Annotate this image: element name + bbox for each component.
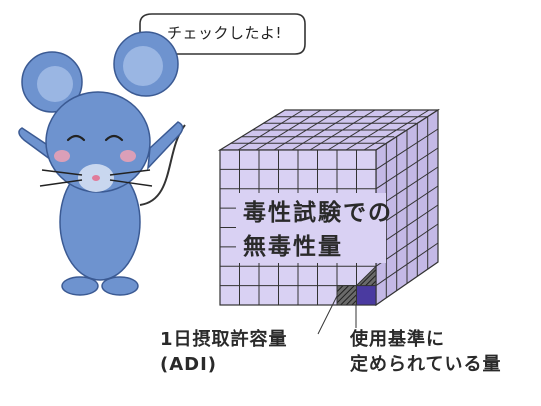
cube-label-line2: 無毒性量 (243, 234, 343, 260)
cube-diagram (217, 108, 441, 335)
usage-callout: 使用基準に 定められている量 (350, 327, 501, 377)
usage-callout-line2: 定められている量 (350, 354, 502, 375)
speech-bubble-text: チェックしたよ! (166, 24, 282, 42)
adi-callout: 1日摂取許容量 (ADI) (160, 327, 288, 377)
adi-callout-line2: (ADI) (160, 354, 218, 375)
adi-callout-line1: 1日摂取許容量 (160, 329, 288, 350)
usage-callout-line1: 使用基準に (350, 329, 445, 350)
cube-label-line1: 毒性試験での (243, 200, 393, 226)
mouse-character-icon (18, 31, 186, 296)
cube-label: 毒性試験での 無毒性量 (243, 196, 393, 264)
